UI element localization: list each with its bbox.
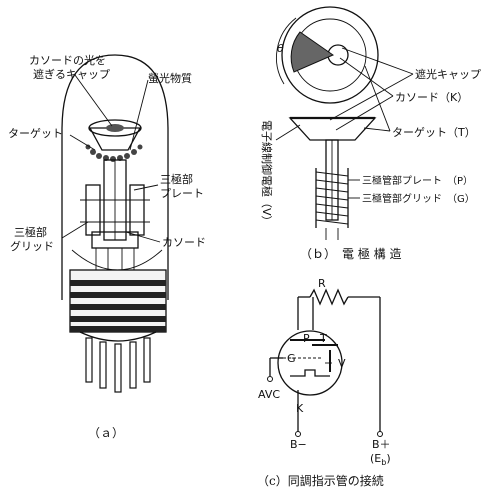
caption-a: （ａ） (88, 426, 124, 440)
electrode-assembly (80, 159, 150, 270)
label-v: V (338, 357, 346, 370)
caption-b: （ｂ） 電 極 構 造 (300, 246, 401, 261)
label-eb-sub: b (381, 458, 386, 467)
label-g: G (287, 352, 296, 365)
label-eb-open: (E (370, 452, 381, 465)
resistor-r (309, 288, 349, 306)
label-b-plus: B＋ (372, 438, 391, 451)
label-target: ターゲット (8, 127, 63, 140)
label-phosphor: 螢光物質 (148, 71, 192, 85)
theta-label: θ (277, 42, 284, 55)
caption-c: （c）同調指示管の接続 (257, 473, 384, 488)
label-cathode-k: カソード（K） (395, 91, 468, 104)
tube-symbol (277, 330, 343, 396)
label-k: K (296, 402, 304, 415)
glass-envelope (61, 54, 169, 300)
label-p: P (303, 332, 310, 345)
label-light-cap: 遮光キャップ (415, 67, 481, 81)
label-triode-plate-1: 三極部 (160, 172, 193, 186)
connection-schematic: R P T V G K AVC B− B＋ (Eb) （c）同調指示管の接続 (257, 277, 391, 488)
tube-illustration: カソードの光を 遮ぎるキャップ 螢光物質 ターゲット 三極部 プレート 三極部 … (8, 53, 206, 440)
label-eb-close: ) (386, 452, 390, 465)
label-cathode-light-cap-2: 遮ぎるキャップ (33, 67, 110, 81)
theta-arc (276, 17, 297, 85)
label-ray-control: 電子線制御電極（V） (260, 120, 274, 227)
label-eb: (Eb) (370, 452, 391, 467)
base-dome (79, 331, 157, 342)
label-r: R (318, 277, 326, 290)
label-triode-grid-g: 三極管部グリッド （G） (362, 192, 475, 205)
tube-leaders (61, 74, 161, 243)
tube-base (69, 269, 167, 333)
label-b-minus: B− (290, 438, 307, 451)
tube-pins (85, 337, 151, 393)
cathode-k (290, 369, 330, 377)
label-triode-plate-2: プレート (160, 187, 204, 200)
label-triode-plate-p: 三極管部プレート （P） (362, 174, 473, 187)
label-target-t: ターゲット（T） (392, 126, 476, 139)
label-triode-grid-1: 三極部 (14, 225, 47, 239)
label-cathode: カソード (162, 236, 206, 249)
top-view-outer (281, 6, 379, 104)
structure-leaders (275, 47, 414, 199)
target-rim (88, 119, 142, 137)
target-side (288, 117, 377, 141)
label-avc: AVC (258, 388, 280, 401)
electrode-structure: θ 遮光キャップ カソード（K） ターゲット（T） 電子線制御電極（V） 三極管 (260, 6, 481, 261)
base-stripes (70, 280, 166, 332)
label-cathode-light-cap-1: カソードの光を (29, 53, 106, 67)
label-triode-grid-2: グリッド (10, 239, 54, 253)
light-cap (106, 124, 124, 132)
shadow-sector (290, 31, 335, 73)
grid-coil (315, 168, 349, 228)
glass-bulge (71, 249, 163, 271)
label-t: T (319, 332, 327, 345)
